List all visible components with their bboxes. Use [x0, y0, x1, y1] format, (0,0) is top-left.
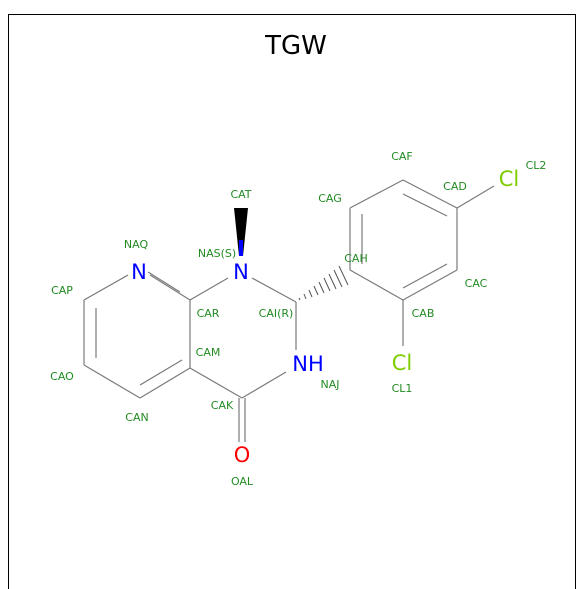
bond-naq-cap: [83, 274, 129, 301]
atom-name-cat: CAT: [230, 188, 251, 201]
wedge-bond-cat: [234, 208, 248, 256]
atom-name-naq: NAQ: [124, 238, 149, 251]
atom-name-car: CAR: [197, 307, 220, 320]
atom-name-cag: CAG: [318, 192, 342, 205]
molecule-title: TGW: [264, 31, 327, 61]
atom-name-cai: CAI(R): [259, 307, 294, 320]
atom-name-naj: NAJ: [321, 378, 340, 391]
atom-name-cao: CAO: [50, 370, 74, 383]
wedge-bond-cat-n: [239, 240, 243, 256]
bond-cab-cah: [349, 269, 404, 301]
atom-name-cad: CAD: [443, 180, 467, 193]
bond-caf-cad: [402, 179, 458, 209]
atom-name-cak: CAK: [211, 399, 234, 412]
bond-car-naq-inner: [147, 271, 181, 293]
atom-cl-ortho: Cl: [392, 351, 413, 375]
bond-cad-cl2: [456, 185, 495, 209]
bond-cak-cam: [189, 367, 243, 399]
atom-oxygen: O: [234, 443, 251, 467]
atom-nh: NH: [292, 352, 324, 376]
bond-car-naq: [149, 274, 191, 301]
hash-bond-cai-cah: [298, 265, 349, 301]
atom-n-methyl: N: [233, 260, 249, 284]
bond-cag-caf: [349, 179, 404, 209]
atom-name-cl2: CL2: [526, 159, 547, 172]
atom-name-caf: CAF: [391, 150, 413, 163]
atom-name-cam: CAM: [196, 346, 221, 359]
bond-nas-cai: [251, 277, 297, 303]
atom-name-cap: CAP: [51, 284, 73, 297]
atom-name-cl1: CL1: [392, 382, 413, 395]
bond-caf-cad-inner: [402, 193, 448, 217]
image-frame: [8, 14, 576, 589]
atom-name-cah: CAH: [344, 252, 367, 265]
bond-car-nas: [189, 277, 229, 301]
bond-cac-cab-inner: [402, 263, 448, 289]
atom-name-cab: CAB: [412, 307, 435, 320]
bond-can-cam: [139, 367, 191, 399]
atom-n-pyridine: N: [131, 260, 147, 284]
bond-naj-cak: [241, 371, 287, 399]
bond-cac-cab: [402, 269, 458, 301]
atom-cl-para: Cl: [499, 167, 520, 191]
bond-can-cam-inner: [139, 359, 183, 386]
bond-cao-can: [83, 364, 141, 399]
atom-name-nas: NAS(S): [198, 247, 236, 260]
atom-name-cac: CAC: [465, 277, 488, 290]
atom-name-can: CAN: [125, 411, 148, 424]
atom-name-oal: OAL: [231, 475, 254, 488]
